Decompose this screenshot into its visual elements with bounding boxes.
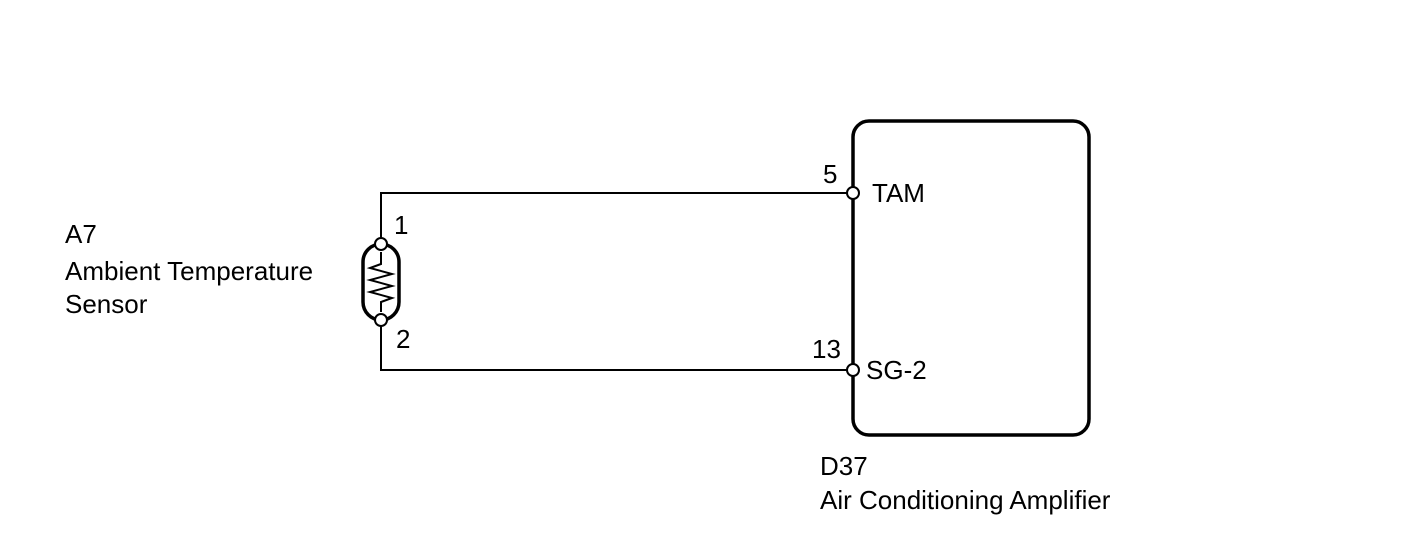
- sensor-pin-2-number: 2: [396, 324, 410, 354]
- sensor-name-line1: Ambient Temperature: [65, 256, 313, 286]
- amplifier-terminal-sg2: [846, 363, 860, 377]
- sensor-terminal-1: [374, 237, 388, 251]
- sensor-pin-1-number: 1: [394, 210, 408, 240]
- amplifier-pin-sg2-label: SG-2: [866, 355, 927, 385]
- amplifier-name: Air Conditioning Amplifier: [820, 485, 1111, 515]
- sensor-connector-code: A7: [65, 219, 97, 249]
- sensor-name-line2: Sensor: [65, 289, 148, 319]
- resistor-zigzag: [366, 252, 396, 312]
- sensor-terminal-2: [374, 313, 388, 327]
- amplifier-box: [851, 119, 1091, 437]
- amplifier-terminal-tam: [846, 186, 860, 200]
- wire-sg2: [380, 320, 853, 371]
- amplifier-pin-tam-label: TAM: [872, 178, 925, 208]
- wire-tam: [380, 192, 853, 244]
- amplifier-pin-tam-number: 5: [823, 159, 837, 189]
- amplifier-connector-code: D37: [820, 451, 868, 481]
- amplifier-pin-sg2-number: 13: [812, 334, 841, 364]
- thermistor-symbol: [361, 242, 401, 322]
